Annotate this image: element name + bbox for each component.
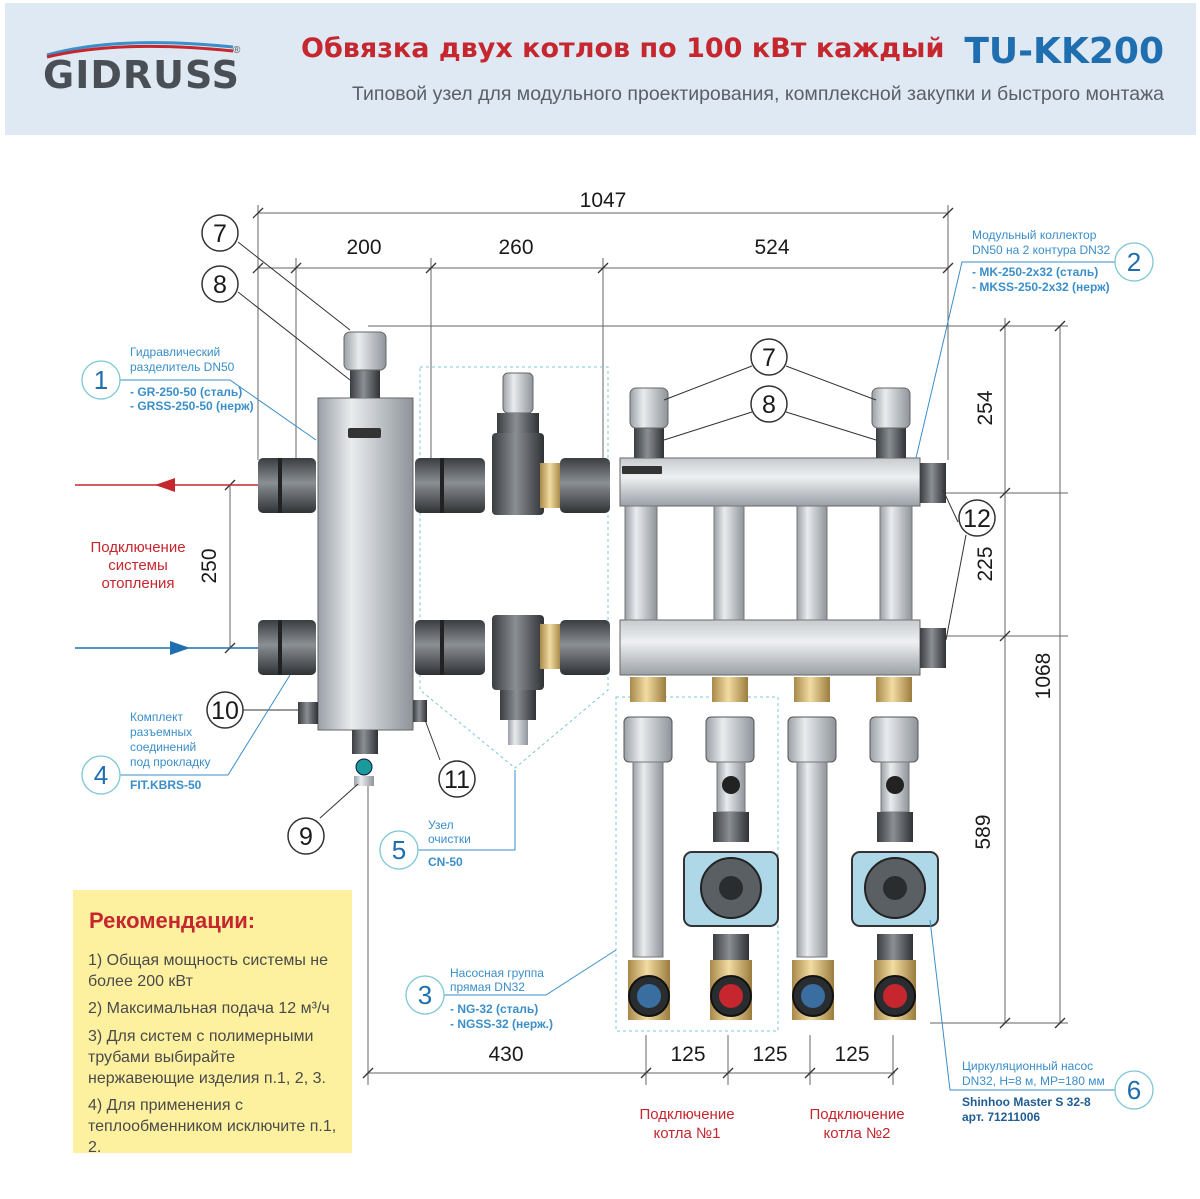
kit-label-3: соединений bbox=[130, 740, 196, 754]
cleaning-unit bbox=[415, 366, 610, 769]
kit-label-4: под прокладку bbox=[130, 755, 211, 769]
callout-2: 2 bbox=[1127, 247, 1141, 277]
page-title: Обвязка двух котлов по 100 кВт каждый bbox=[301, 33, 945, 64]
boiler2-label-1: Подключение bbox=[809, 1106, 904, 1123]
callout-12: 12 bbox=[963, 505, 991, 533]
recommendation-2: 2) Максимальная подача 12 м³/ч bbox=[88, 1000, 330, 1017]
callout-7-left: 7 bbox=[213, 220, 227, 248]
hydraulic-separator bbox=[258, 331, 427, 786]
callout-7-right: 7 bbox=[762, 344, 776, 372]
recommendation-3: 3) Для систем с полимерными трубами выби… bbox=[88, 1028, 326, 1087]
clean-label-2: очистки bbox=[428, 832, 471, 846]
collector-label-1: Модульный коллектор bbox=[972, 228, 1097, 242]
dim-supply-return: 250 bbox=[198, 548, 221, 583]
clean-label-1: Узел bbox=[428, 818, 454, 832]
circ-pump-label-1: Циркуляционный насос bbox=[962, 1059, 1093, 1073]
collector-model-1: - MK-250-2x32 (сталь) bbox=[972, 265, 1098, 279]
dim-bottom-left: 430 bbox=[488, 1043, 523, 1066]
return-arrow bbox=[75, 641, 258, 655]
callout-8-right: 8 bbox=[762, 391, 776, 419]
kit-label-1: Комплект bbox=[130, 710, 183, 724]
callout-10: 10 bbox=[211, 697, 239, 725]
leader-lines bbox=[120, 241, 1116, 1091]
pump-group-label-1: Насосная группа bbox=[450, 966, 544, 980]
logo-swoosh-icon bbox=[46, 41, 234, 59]
dim-bottom-c: 125 bbox=[834, 1043, 869, 1066]
dim-mid-height: 225 bbox=[974, 546, 997, 581]
dim-pump-height: 589 bbox=[972, 814, 995, 849]
clean-model: CN-50 bbox=[428, 855, 463, 869]
logo-text: GIDRUSS bbox=[43, 53, 241, 97]
pump-group-model-1: - NG-32 (сталь) bbox=[450, 1002, 538, 1016]
circ-pump-model-2: арт. 71211006 bbox=[962, 1110, 1040, 1124]
dim-bottom-a: 125 bbox=[670, 1043, 705, 1066]
dim-seg2: 260 bbox=[498, 236, 533, 259]
callout-11: 11 bbox=[444, 766, 470, 794]
page-subtitle: Типовой узел для модульного проектирован… bbox=[351, 83, 1164, 105]
recommendation-4: 4) Для применения с теплообменником искл… bbox=[88, 1097, 337, 1156]
heating-label-1: Подключение bbox=[90, 539, 185, 556]
recommendations-title: Рекомендации: bbox=[89, 908, 256, 933]
supply-arrow bbox=[75, 478, 258, 492]
callout-circles-blue bbox=[81, 242, 1154, 1110]
pump-group-label-2: прямая DN32 bbox=[450, 980, 525, 994]
boiler1-label-2: котла №1 bbox=[654, 1125, 721, 1142]
product-code: TU-KK200 bbox=[964, 31, 1164, 72]
callout-6: 6 bbox=[1127, 1075, 1141, 1105]
kit-model: FIT.KBRS-50 bbox=[130, 778, 202, 792]
heating-label-3: отопления bbox=[101, 575, 174, 592]
hydro-sep-model-1: - GR-250-50 (сталь) bbox=[130, 385, 242, 399]
dimension-lines bbox=[220, 205, 1068, 1085]
pump-groups bbox=[615, 677, 939, 1032]
boiler1-label-1: Подключение bbox=[639, 1106, 734, 1123]
callout-3: 3 bbox=[418, 980, 432, 1010]
pump-group-model-2: - NGSS-32 (нерж.) bbox=[450, 1017, 553, 1031]
dim-total-height: 1068 bbox=[1032, 653, 1055, 700]
callout-circles-black bbox=[201, 214, 996, 855]
hydro-sep-label-1: Гидравлический bbox=[130, 345, 220, 359]
hydro-sep-label-2: разделитель DN50 bbox=[130, 360, 235, 374]
collector-model-2: - MKSS-250-2x32 (нерж) bbox=[972, 280, 1110, 294]
recommendation-1: 1) Общая мощность системы не более 200 к… bbox=[88, 952, 329, 990]
dim-seg1: 200 bbox=[346, 236, 381, 259]
boiler2-label-2: котла №2 bbox=[824, 1125, 891, 1142]
callout-1: 1 bbox=[94, 365, 108, 395]
modular-collector bbox=[619, 387, 946, 676]
dim-bottom-b: 125 bbox=[752, 1043, 787, 1066]
recommendations-box: Рекомендации: 1) Общая мощность системы … bbox=[73, 890, 352, 1156]
hydro-sep-model-2: - GRSS-250-50 (нерж) bbox=[130, 399, 254, 413]
dim-seg3: 524 bbox=[754, 236, 789, 259]
heating-label-2: системы bbox=[108, 557, 168, 574]
callout-8-left: 8 bbox=[213, 271, 227, 299]
dim-total-width: 1047 bbox=[580, 189, 627, 212]
collector-label-2: DN50 на 2 контура DN32 bbox=[972, 243, 1111, 257]
callout-9: 9 bbox=[299, 823, 313, 851]
dim-top-height: 254 bbox=[974, 390, 997, 425]
circ-pump-label-2: DN32, H=8 м, MP=180 мм bbox=[962, 1074, 1105, 1088]
dimension-ticks bbox=[224, 207, 1066, 1079]
callout-5: 5 bbox=[392, 835, 406, 865]
callout-4: 4 bbox=[94, 760, 108, 790]
kit-label-2: разъемных bbox=[130, 725, 192, 739]
header-banner: GIDRUSS ® Обвязка двух котлов по 100 кВт… bbox=[5, 3, 1196, 135]
circ-pump-model-1: Shinhoo Master S 32-8 bbox=[962, 1095, 1091, 1109]
registered-mark: ® bbox=[233, 45, 241, 56]
